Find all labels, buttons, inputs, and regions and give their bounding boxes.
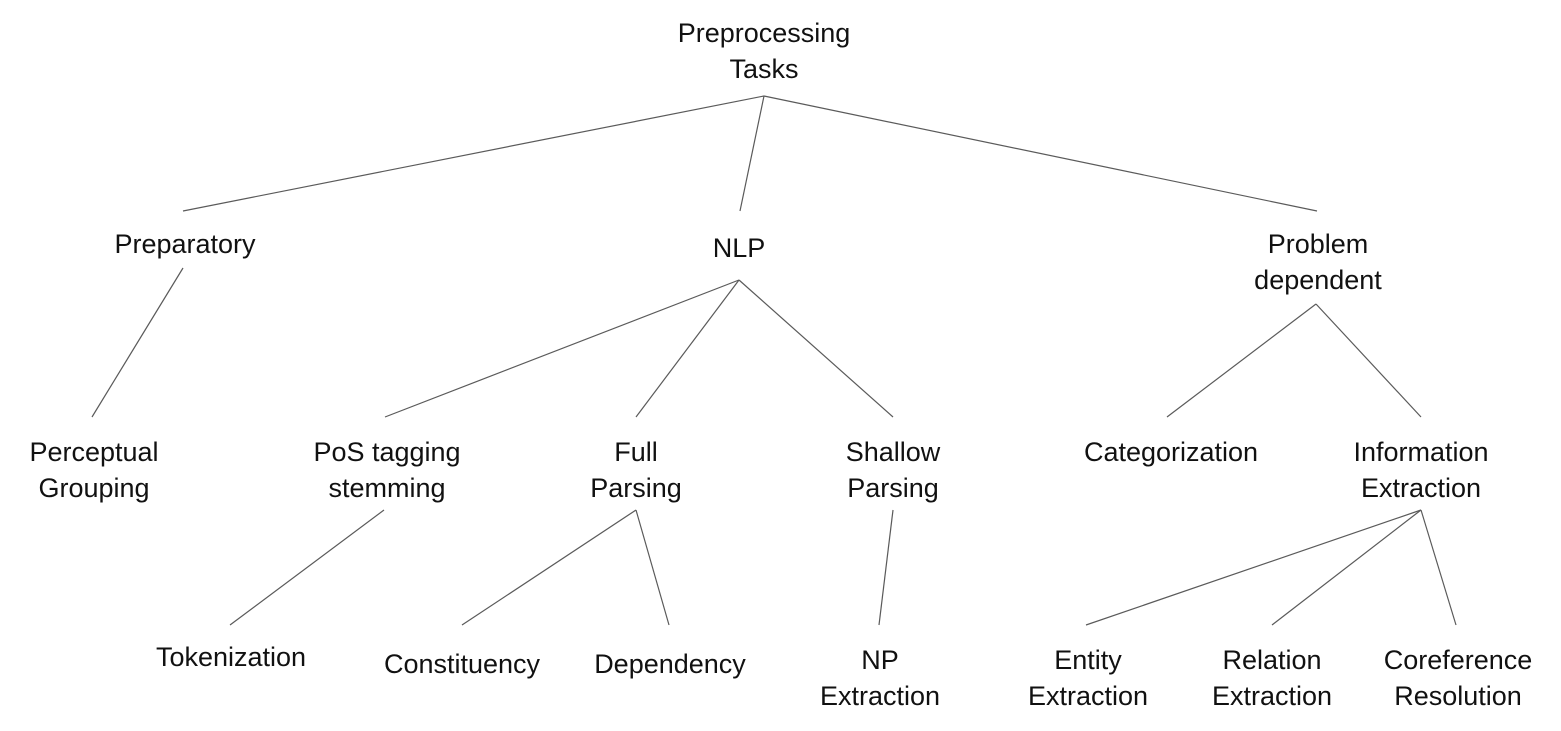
node-tokenization-line-1: Tokenization [155,642,307,672]
node-dependency: Dependency [594,646,746,682]
node-constituency: Constituency [384,646,540,682]
node-information-extraction: Information Extraction [1353,434,1488,506]
node-preparatory-line-1: Preparatory [114,229,256,259]
node-pos-tagging: PoS tagging stemming [313,434,460,506]
edge-full-to-dependency [635,509,670,626]
node-perceptual-line-1: Perceptual [29,437,159,467]
node-coreference-line-1: Coreference [1383,645,1533,675]
edge-nlp-to-shallow [738,279,894,418]
edge-problem-to-categorization [1166,303,1317,418]
edge-root-to-problem [763,95,1318,212]
node-coreference-resolution: Coreference Resolution [1384,642,1533,714]
node-root-line-2: Tasks [729,54,799,84]
node-shallow-line-1: Shallow [845,437,941,467]
edge-root-to-nlp [739,95,765,212]
edge-nlp-to-full [635,279,740,418]
node-infoext-line-1: Information [1353,437,1489,467]
node-shallow-parsing: Shallow Parsing [846,434,941,506]
node-root-line-1: Preprocessing [677,18,851,48]
node-np-line-1: NP [861,645,899,675]
node-nlp: NLP [713,230,766,266]
edge-preparatory-to-perceptual [91,267,184,418]
node-shallow-line-2: Parsing [847,473,939,503]
node-relation-line-1: Relation [1222,645,1322,675]
node-full-line-2: Parsing [590,473,682,503]
node-infoext-line-2: Extraction [1360,473,1482,503]
node-tokenization: Tokenization [156,639,306,675]
node-relation-line-2: Extraction [1211,681,1333,711]
node-categorization: Categorization [1084,434,1258,470]
node-coreference-line-2: Resolution [1394,681,1522,711]
node-preparatory: Preparatory [114,226,255,262]
node-categorization-line-1: Categorization [1083,437,1259,467]
edge-problem-to-infoext [1315,303,1422,418]
node-problem-line-1: Problem [1267,229,1369,259]
node-pos-line-2: stemming [328,473,446,503]
node-nlp-line-1: NLP [712,233,766,263]
node-np-line-2: Extraction [819,681,941,711]
node-relation-extraction: Relation Extraction [1212,642,1332,714]
edge-pos-to-tokenization [229,509,385,626]
node-root: Preprocessing Tasks [678,15,851,87]
node-np-extraction: NP Extraction [820,642,940,714]
node-entity-line-1: Entity [1054,645,1122,675]
node-full-line-1: Full [614,437,658,467]
node-problem-dependent: Problem dependent [1254,226,1382,298]
edge-nlp-to-pos [384,279,740,418]
node-entity-extraction: Entity Extraction [1028,642,1148,714]
node-constituency-line-1: Constituency [383,649,541,679]
node-pos-line-1: PoS tagging [313,437,461,467]
node-full-parsing: Full Parsing [590,434,682,506]
node-problem-line-2: dependent [1254,265,1382,295]
edge-infoext-to-relation [1271,509,1422,626]
node-dependency-line-1: Dependency [594,649,746,679]
edge-infoext-to-entity [1085,509,1422,626]
edge-root-to-preparatory [182,95,765,212]
node-perceptual-grouping: Perceptual Grouping [29,434,158,506]
edge-infoext-to-coreference [1420,509,1457,626]
node-perceptual-line-2: Grouping [38,473,150,503]
node-entity-line-2: Extraction [1027,681,1149,711]
edge-full-to-constituency [461,509,637,626]
edge-shallow-to-np [878,509,894,626]
